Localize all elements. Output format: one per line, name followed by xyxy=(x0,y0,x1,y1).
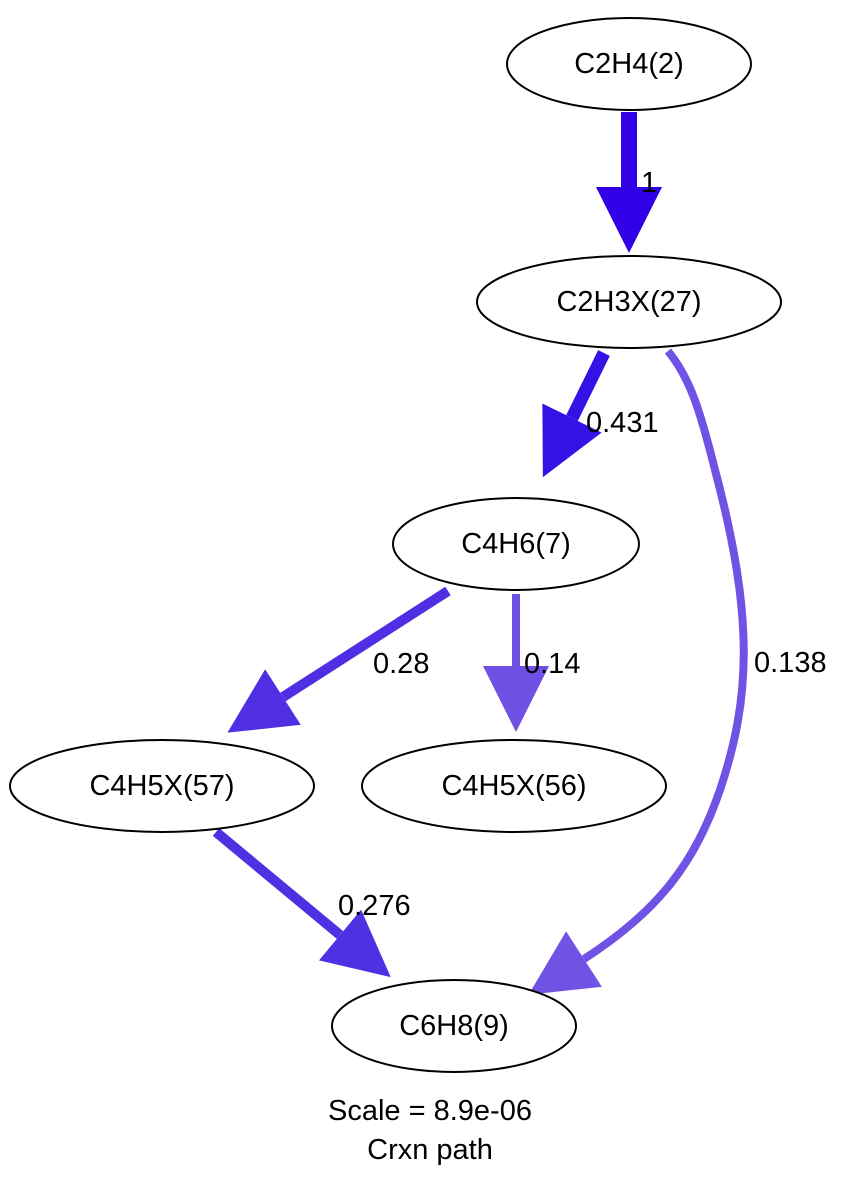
nodes: C2H4(2) C2H3X(27) C4H6(7) C4H5X(57) C4H5… xyxy=(9,17,782,1073)
edge-label: 0.431 xyxy=(586,407,659,439)
node-ellipse xyxy=(392,497,640,591)
diagram-name-caption: Crxn path xyxy=(367,1134,493,1166)
node-ellipse xyxy=(476,255,782,349)
node-c4h5x57[interactable]: C4H5X(57) xyxy=(9,739,315,833)
node-c2h4[interactable]: C2H4(2) xyxy=(506,17,752,111)
node-ellipse xyxy=(361,739,667,833)
node-label: C4H5X(56) xyxy=(441,770,586,802)
edge-line xyxy=(528,348,748,995)
node-label: C2H3X(27) xyxy=(556,286,701,318)
edge-line xyxy=(227,586,451,733)
node-c2h3x[interactable]: C2H3X(27) xyxy=(476,255,782,349)
scale-caption: Scale = 8.9e-06 xyxy=(328,1095,532,1127)
edge-label: 1 xyxy=(641,167,657,199)
edge-label: 0.276 xyxy=(338,890,411,922)
edge-line xyxy=(542,350,610,478)
edge-c2h4-to-c2h3x: 1 xyxy=(596,112,662,253)
node-c6h8[interactable]: C6H8(9) xyxy=(331,979,577,1073)
edge-label: 0.138 xyxy=(754,647,827,679)
edge-c2h3x-to-c4h6: 0.431 xyxy=(542,350,659,478)
node-ellipse xyxy=(331,979,577,1073)
node-ellipse xyxy=(9,739,315,833)
edge-label: 0.28 xyxy=(373,648,429,680)
edge-c4h6-to-c4h5x56: 0.14 xyxy=(483,594,580,732)
edge-c2h3x-to-c6h8: 0.138 xyxy=(528,348,827,995)
node-ellipse xyxy=(506,17,752,111)
node-label: C6H8(9) xyxy=(399,1010,509,1042)
node-c4h6[interactable]: C4H6(7) xyxy=(392,497,640,591)
node-label: C4H5X(57) xyxy=(89,770,234,802)
node-c4h5x56[interactable]: C4H5X(56) xyxy=(361,739,667,833)
edges: 1 0.431 0.138 0.28 0.14 0.276 xyxy=(212,112,827,995)
edge-c4h5x57-to-c6h8: 0.276 xyxy=(212,828,411,978)
caption: Scale = 8.9e-06 Crxn path xyxy=(328,1095,532,1166)
edge-label: 0.14 xyxy=(524,648,580,680)
edge-line xyxy=(212,828,391,978)
node-label: C4H6(7) xyxy=(461,528,571,560)
edge-c4h6-to-c4h5x57: 0.28 xyxy=(227,586,451,733)
node-label: C2H4(2) xyxy=(574,48,684,80)
